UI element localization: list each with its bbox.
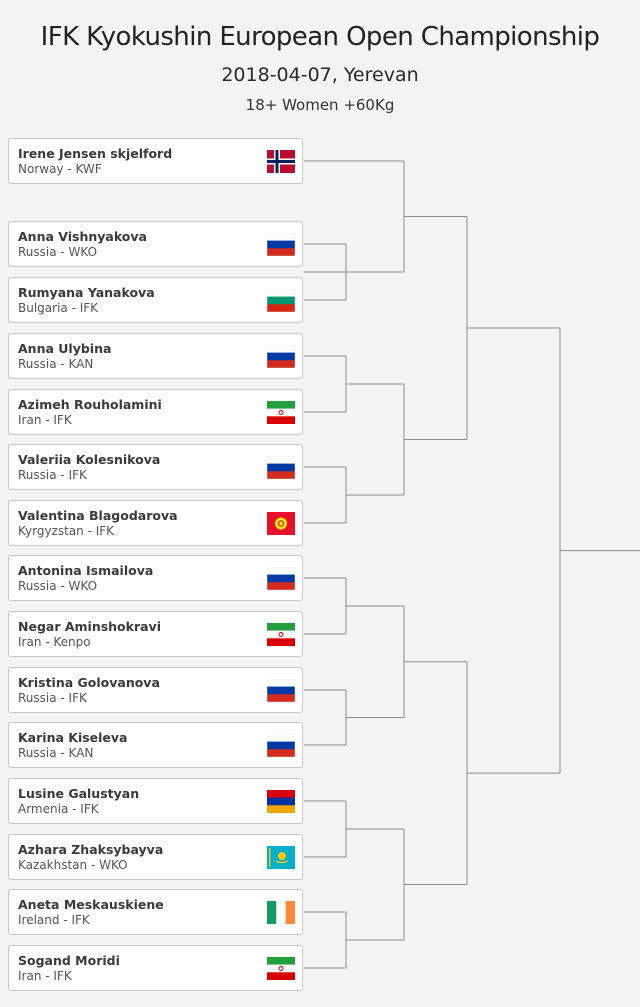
- norway-flag-icon: [267, 150, 295, 173]
- competitor-country-club: Russia - IFK: [18, 468, 87, 482]
- competitor-name: Antonina Ismailova: [18, 563, 154, 578]
- russia-flag-icon: [267, 567, 295, 590]
- armenia-flag-icon: [267, 790, 295, 813]
- event-date-location: 2018-04-07, Yerevan: [221, 64, 419, 86]
- competitor-country-club: Iran - Kenpo: [18, 635, 91, 649]
- russia-flag-icon: [267, 233, 295, 256]
- russia-flag-icon: [267, 679, 295, 702]
- competitor-country-club: Bulgaria - IFK: [18, 301, 99, 315]
- kyrgyzstan-flag-icon: [267, 512, 295, 535]
- kazakhstan-flag-icon: [267, 846, 295, 869]
- competitor-name: Sogand Moridi: [18, 953, 120, 968]
- competitor-country-club: Russia - WKO: [18, 579, 98, 593]
- page-title: IFK Kyokushin European Open Championship: [40, 22, 600, 52]
- russia-flag-icon: [267, 345, 295, 368]
- competitor-name: Karina Kiseleva: [18, 730, 128, 745]
- iran-flag-icon: [267, 623, 295, 646]
- competitor-name: Azimeh Rouholamini: [18, 397, 162, 412]
- competitor-name: Kristina Golovanova: [18, 675, 160, 690]
- russia-flag-icon: [267, 456, 295, 479]
- competitor-country-club: Iran - IFK: [18, 969, 72, 983]
- bulgaria-flag-icon: [267, 289, 295, 312]
- competitor-name: Lusine Galustyan: [18, 786, 140, 801]
- competitor-country-club: Russia - IFK: [18, 691, 87, 705]
- competitor-name: Valentina Blagodarova: [18, 508, 178, 523]
- competitor-country-club: Iran - IFK: [18, 413, 72, 427]
- competitor-country-club: Russia - WKO: [18, 245, 98, 259]
- competitor-country-club: Norway - KWF: [18, 162, 102, 176]
- iran-flag-icon: [267, 957, 295, 980]
- iran-flag-icon: [267, 401, 295, 424]
- competitor-country-club: Russia - KAN: [18, 746, 94, 760]
- russia-flag-icon: [267, 734, 295, 757]
- competitor-name: Irene Jensen skjelford: [18, 146, 173, 161]
- competitor-country-club: Armenia - IFK: [18, 802, 99, 816]
- competitor-name: Negar Aminshokravi: [18, 619, 161, 634]
- weight-category: 18+ Women +60Kg: [245, 96, 395, 114]
- competitor-country-club: Kazakhstan - WKO: [18, 858, 128, 872]
- competitor-country-club: Russia - KAN: [18, 357, 94, 371]
- ireland-flag-icon: [267, 901, 295, 924]
- competitor-name: Rumyana Yanakova: [18, 285, 155, 300]
- competitor-name: Azhara Zhaksybayva: [18, 842, 164, 857]
- competitor-country-club: Kyrgyzstan - IFK: [18, 524, 115, 538]
- competitor-name: Anna Ulybina: [18, 341, 112, 356]
- competitor-name: Anna Vishnyakova: [18, 229, 147, 244]
- competitor-country-club: Ireland - IFK: [18, 913, 90, 927]
- competitor-name: Valeriia Kolesnikova: [18, 452, 161, 467]
- competitor-name: Aneta Meskauskiene: [18, 897, 164, 912]
